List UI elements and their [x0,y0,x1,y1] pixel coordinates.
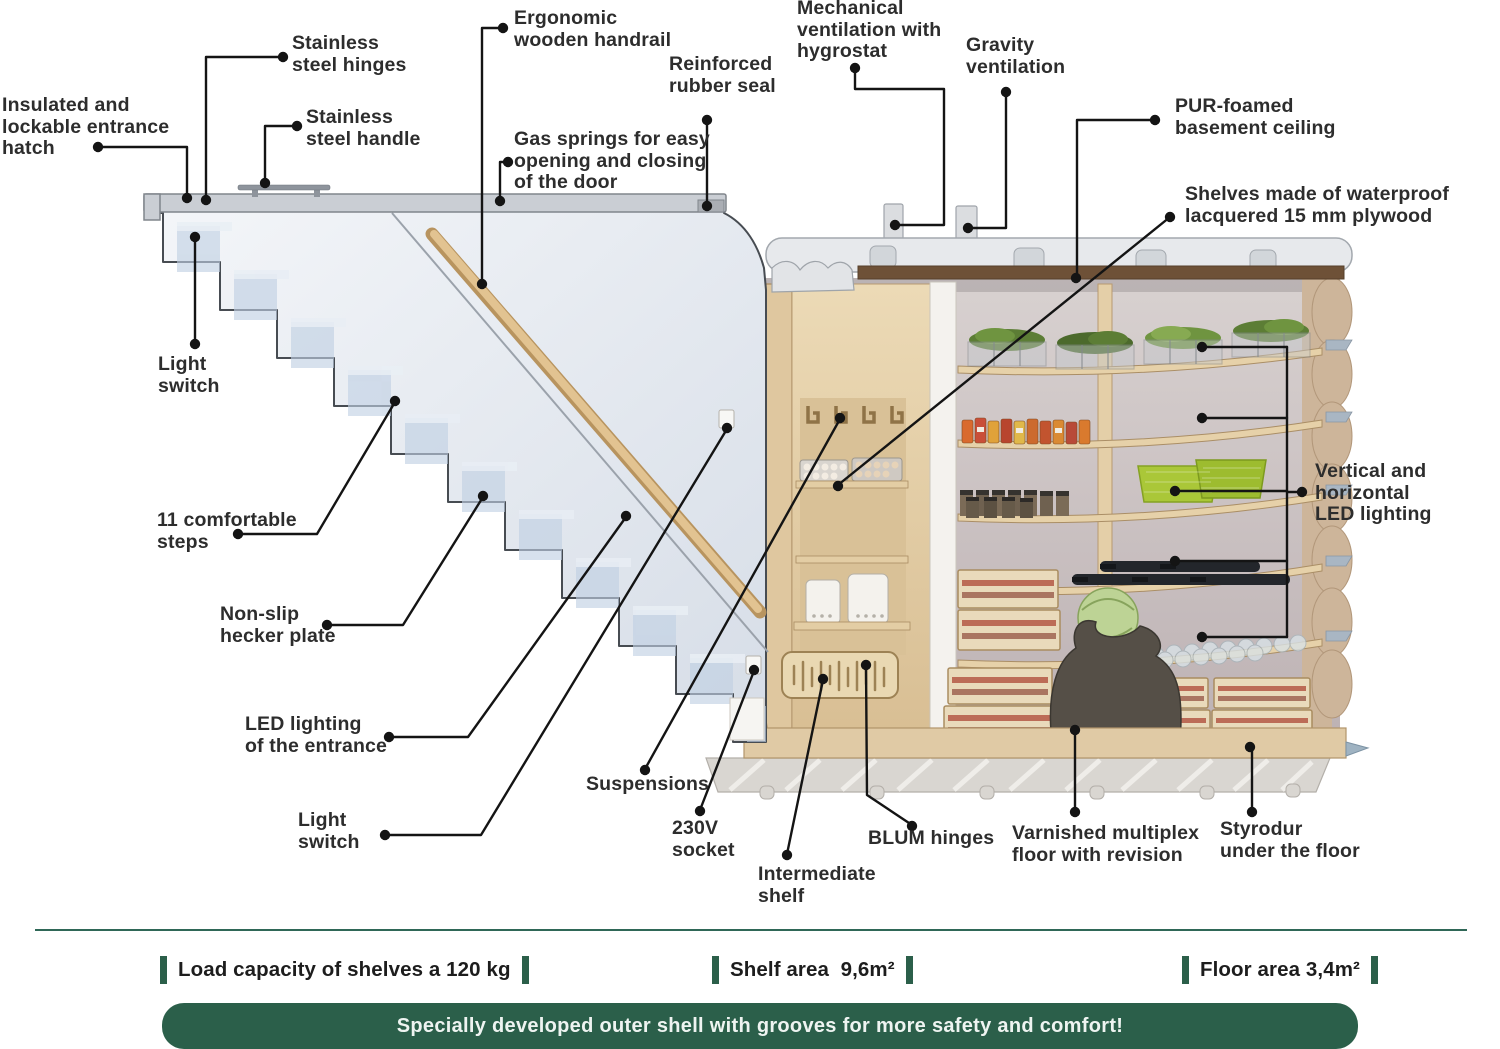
section-divider [35,929,1467,931]
callout-socket-230v: 230V socket [672,817,735,861]
preserve-jars [961,417,1091,445]
suspension-hooks [806,406,904,424]
stat-bar [521,956,529,984]
stat-bar [712,956,719,984]
vegetable-baskets [967,319,1311,370]
callout-styrodur-under-floor: Styrodur under the floor [1220,818,1360,862]
leader-lines [96,26,1304,856]
vent-grille [781,651,899,699]
sloped-ceiling-edge [391,212,769,653]
stat-bar [160,956,167,984]
floor [705,727,1370,800]
cabinet-shelf [795,555,909,564]
callout-intermediate-shelf: Intermediate shelf [758,863,876,907]
callout-waterproof-shelves: Shelves made of waterproof lacquered 15 … [1185,183,1449,227]
callout-mechanical-ventilation: Mechanical ventilation with hygrostat [797,0,942,62]
divider-panel [929,281,957,743]
stat-shelf-area: Shelf area 9,6m² [712,956,913,984]
callout-varnished-multiplex-floor: Varnished multiplex floor with revision [1012,822,1200,866]
banner-text: Specially developed outer shell with gro… [396,1014,1124,1037]
intermediate-shelf-board [793,621,911,631]
bottom-banner: Specially developed outer shell with gro… [162,1003,1358,1049]
stat-bar [905,956,913,984]
flange-joint [771,260,855,293]
stat-bar [1370,956,1378,984]
callout-insulated-entrance-hatch: Insulated and lockable entrance hatch [2,94,170,159]
right-grooved-wall [1302,277,1353,742]
green-baskets [1137,459,1267,503]
callout-reinforced-rubber-seal: Reinforced rubber seal [669,53,776,97]
multiplex-floor [743,727,1347,759]
callout-gravity-ventilation: Gravity ventilation [966,34,1066,78]
wooden-handrail [425,227,767,619]
callout-gas-springs: Gas springs for easy opening and closing… [514,128,710,193]
callout-ergonomic-wooden-handrail: Ergonomic wooden handrail [514,7,672,51]
callout-comfortable-steps: 11 comfortable steps [157,509,297,553]
callout-vertical-horizontal-led: Vertical and horizontal LED lighting [1315,460,1432,525]
sack-with-cabbage [1049,587,1182,743]
wine-bottles [1072,561,1290,585]
stat-bar [1182,956,1189,984]
callout-suspensions: Suspensions [586,773,710,795]
cabinet-shelf [795,480,909,489]
staircase-section [143,184,769,743]
stat-label: Shelf area 9,6m² [730,958,895,981]
callout-stainless-steel-handle: Stainless steel handle [306,106,421,150]
callout-non-slip-hecker-plate: Non-slip hecker plate [220,603,336,647]
steps [177,222,766,742]
callout-pur-foamed-ceiling: PUR-foamed basement ceiling [1175,95,1336,139]
stat-load-capacity: Load capacity of shelves a 120 kg [160,956,529,984]
callout-stainless-steel-hinges: Stainless steel hinges [292,32,407,76]
callout-led-lighting-entrance: LED lighting of the entrance [245,713,388,757]
callout-blum-hinges: BLUM hinges [868,827,995,849]
stat-label: Load capacity of shelves a 120 kg [178,958,511,981]
callout-dots [92,22,1308,861]
callout-light-switch-bottom: Light switch [298,809,360,853]
storage-room [749,277,1353,743]
callout-light-switch-top: Light switch [158,353,220,397]
stat-floor-area: Floor area 3,4m² [1182,956,1378,984]
stat-label: Floor area 3,4m² [1200,958,1360,981]
egg-tray [851,457,903,482]
left-cabinet [749,283,931,743]
dark-jars [960,490,1069,518]
